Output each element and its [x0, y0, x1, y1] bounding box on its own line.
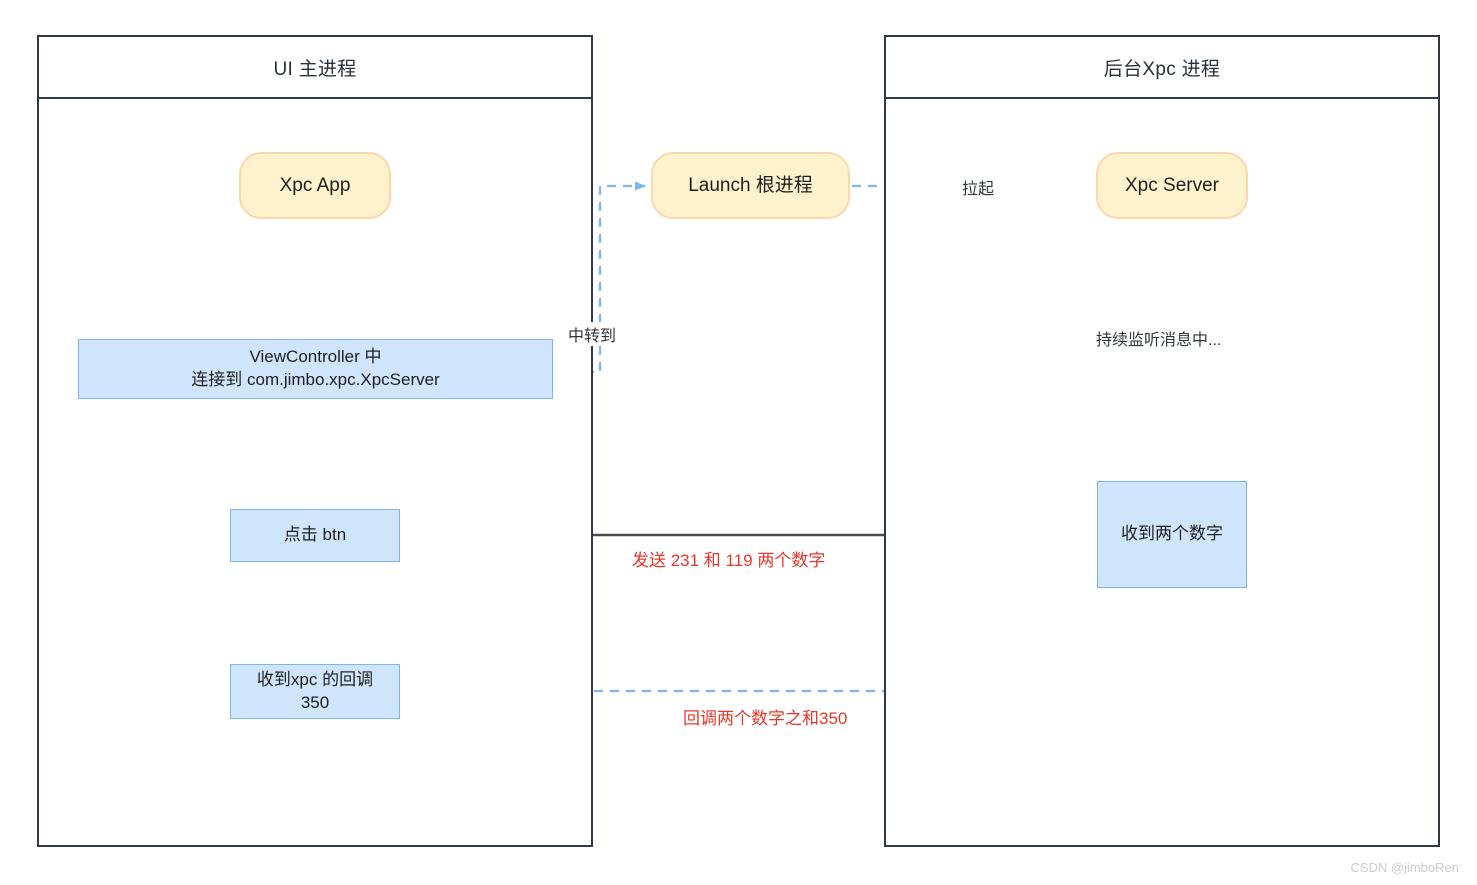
edge-label-relay-to: 中转到 [564, 322, 621, 346]
node-xpc-app[interactable]: Xpc App [239, 152, 391, 219]
node-receive-two-numbers[interactable]: 收到两个数字 [1097, 481, 1247, 588]
node-view-controller-label: ViewController 中 连接到 com.jimbo.xpc.XpcSe… [191, 347, 440, 389]
edge-label-listening: 持续监听消息中... [1092, 326, 1226, 350]
node-launch-root-process[interactable]: Launch 根进程 [651, 152, 850, 219]
edge-label-send-numbers-text: 发送 231 和 119 两个数字 [632, 551, 826, 570]
node-receive-xpc-callback-label: 收到xpc 的回调 350 [256, 669, 374, 712]
edge-label-callback-sum: 回调两个数字之和350 [679, 704, 851, 729]
lane-title-ui-main-process: UI 主进程 [273, 58, 357, 80]
watermark: CSDN @jimboRen [1350, 860, 1459, 875]
node-launch-root-process-label: Launch 根进程 [688, 174, 813, 196]
node-receive-xpc-callback[interactable]: 收到xpc 的回调 350 [230, 664, 400, 719]
edge-label-listening-text: 持续监听消息中... [1096, 332, 1222, 349]
edge-label-send-numbers: 发送 231 和 119 两个数字 [628, 546, 829, 571]
node-xpc-app-label: Xpc App [279, 174, 351, 196]
lane-header-background-xpc-process: 后台Xpc 进程 [886, 37, 1438, 99]
node-xpc-server[interactable]: Xpc Server [1096, 152, 1248, 219]
edge-label-relay-to-text: 中转到 [568, 328, 617, 345]
node-click-btn-label: 点击 btn [283, 525, 347, 545]
node-view-controller[interactable]: ViewController 中 连接到 com.jimbo.xpc.XpcSe… [78, 339, 553, 399]
lane-title-background-xpc-process: 后台Xpc 进程 [1103, 58, 1221, 80]
edge-label-pull-up-text: 拉起 [962, 181, 995, 198]
lane-header-ui-main-process: UI 主进程 [39, 37, 591, 99]
watermark-text: CSDN @jimboRen [1350, 860, 1459, 875]
node-xpc-server-label: Xpc Server [1125, 174, 1219, 196]
node-receive-two-numbers-label: 收到两个数字 [1121, 524, 1223, 544]
edge-label-callback-sum-text: 回调两个数字之和350 [683, 709, 848, 728]
node-click-btn[interactable]: 点击 btn [230, 509, 400, 562]
edge-label-pull-up: 拉起 [958, 175, 999, 199]
